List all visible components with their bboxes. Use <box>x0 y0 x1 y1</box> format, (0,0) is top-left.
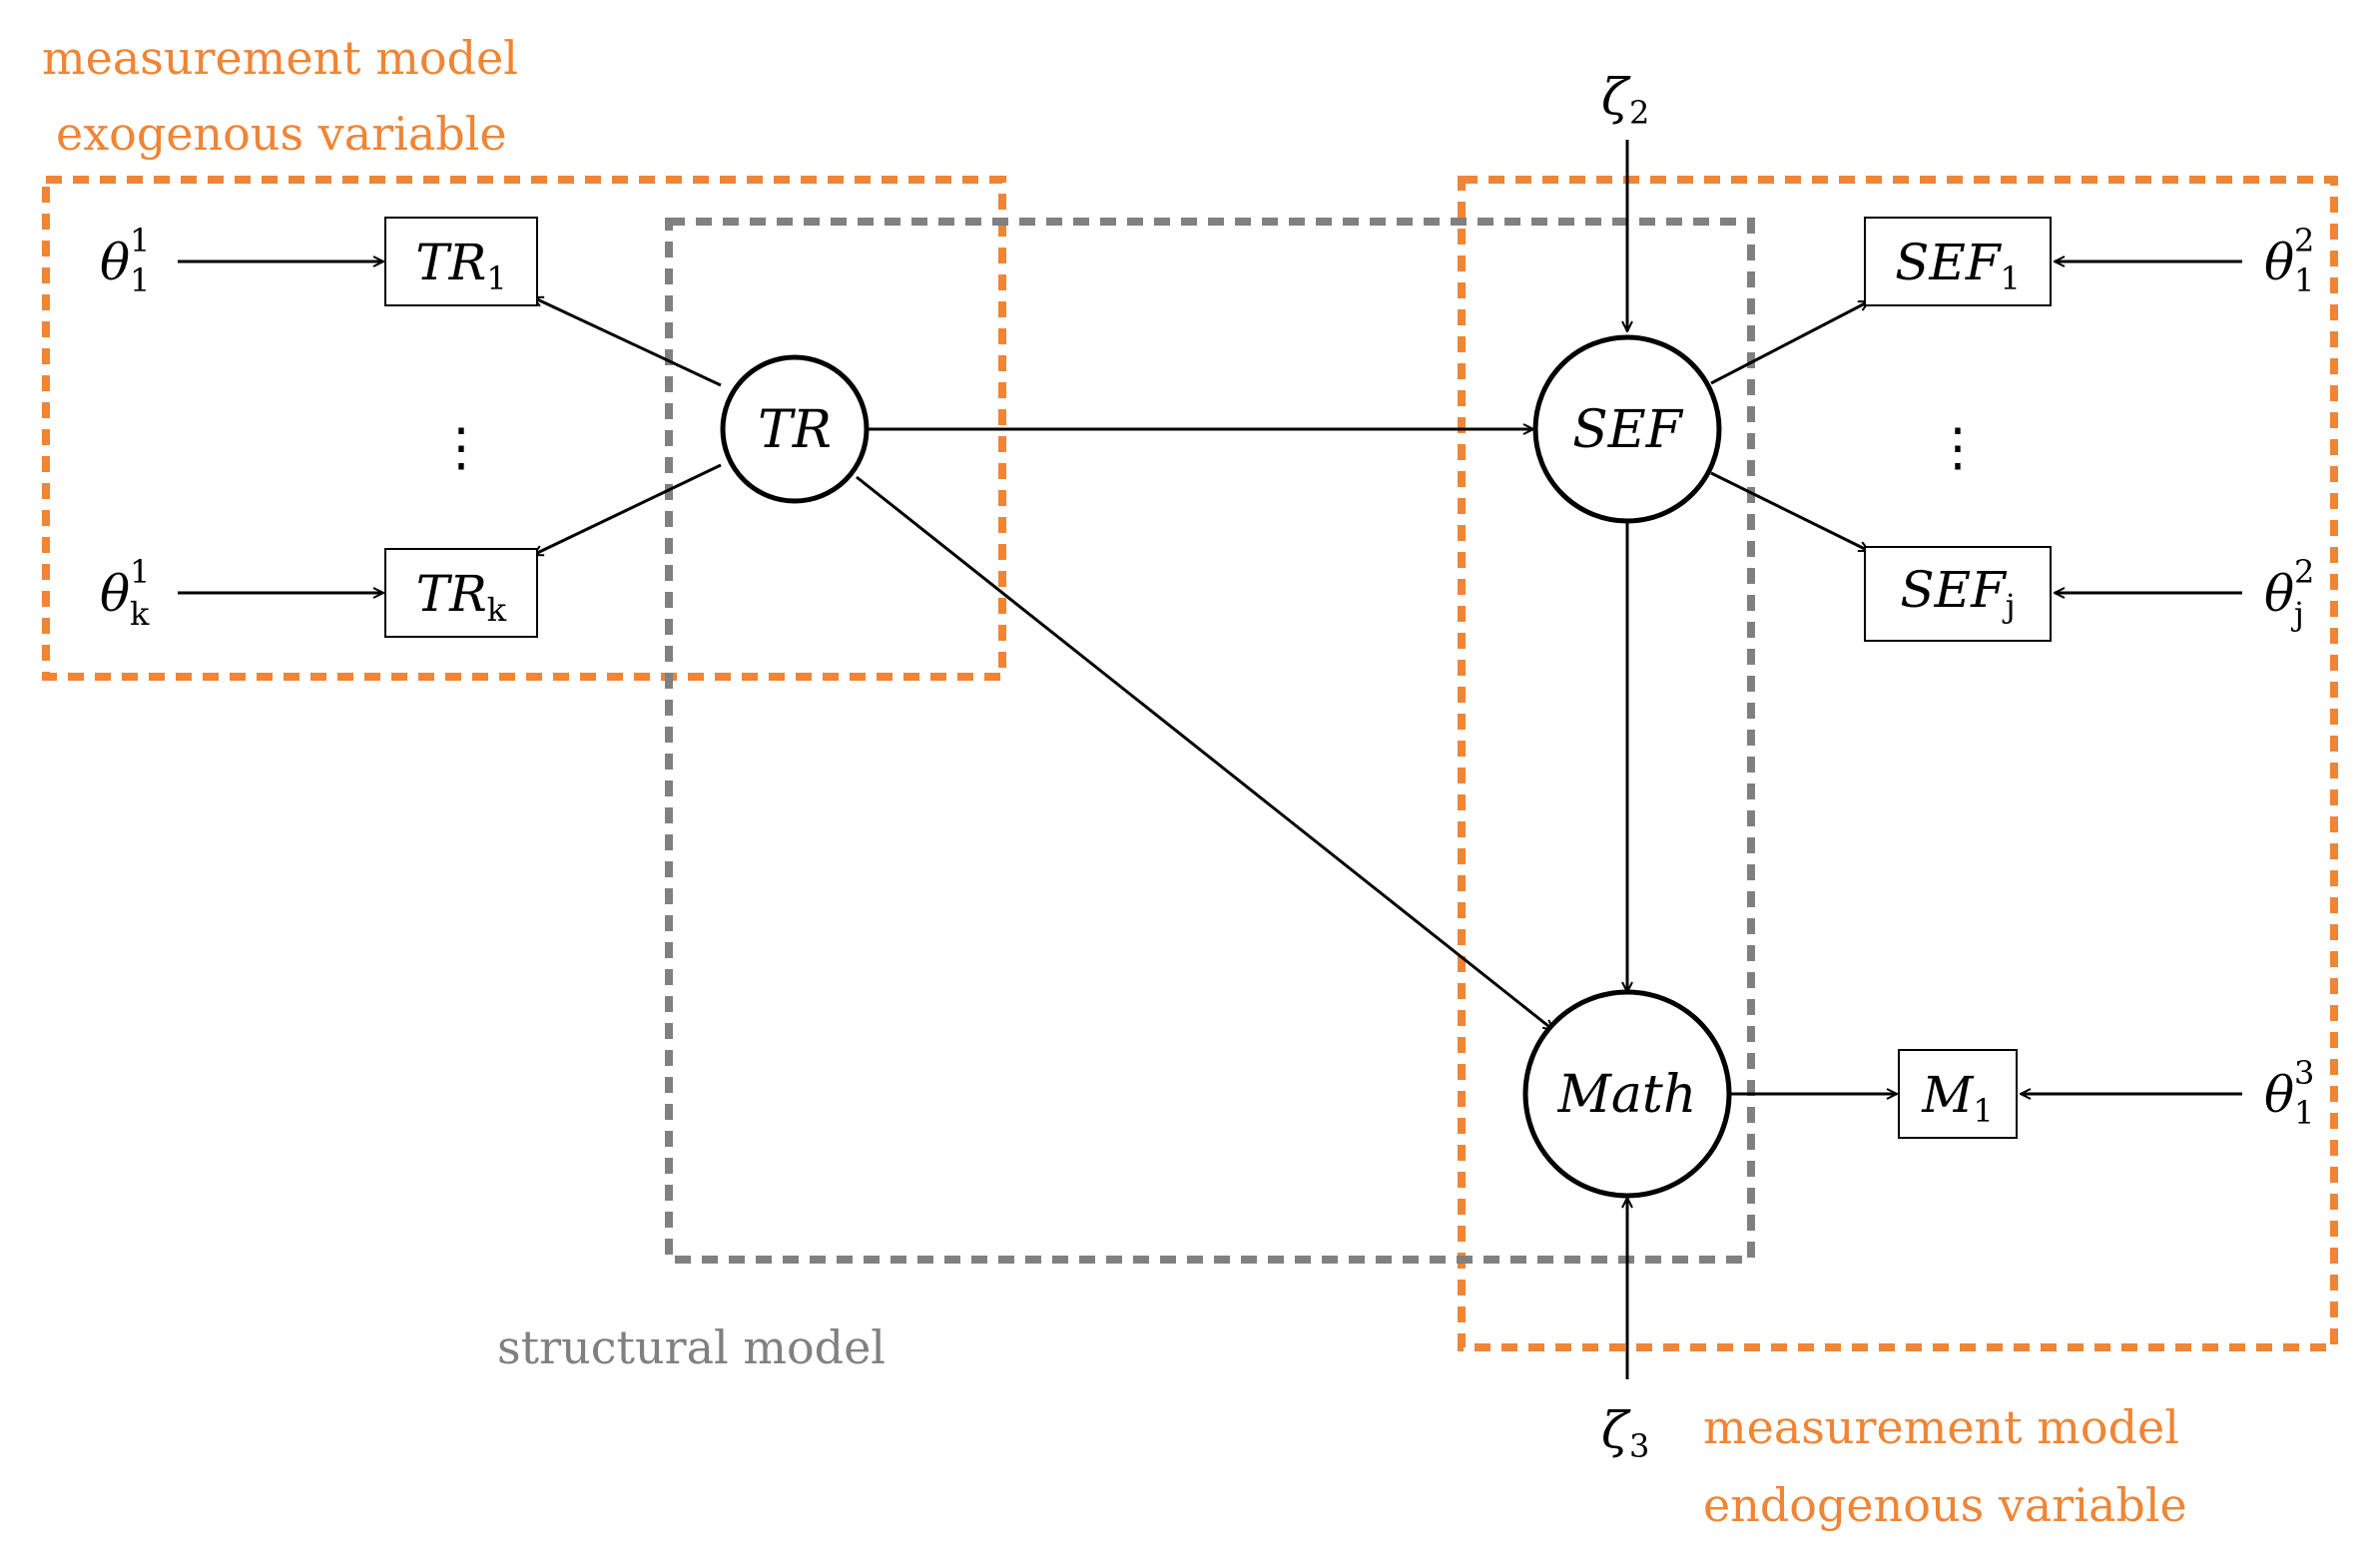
endogenous-label-line2: endogenous variable <box>1703 1478 2187 1532</box>
error-theta-k-1-sub: k <box>130 595 150 633</box>
indicator-trk: TRk <box>384 548 538 638</box>
error-theta-1-1-sup: 1 <box>130 222 150 260</box>
indicator-m1-base: M <box>1921 1066 1975 1124</box>
error-theta-1-1-sym: θ <box>100 234 130 291</box>
svg-text:TR1: TR1 <box>415 234 506 297</box>
error-zeta-2-sub: 2 <box>1629 94 1649 132</box>
indicator-sef1-base: SEF <box>1895 234 2003 291</box>
error-theta-j-2-sub: j <box>2290 595 2304 633</box>
svg-text:TRk: TRk <box>416 565 507 629</box>
indicator-tr1-base: TR <box>415 234 486 291</box>
arrow-sef-to-sefj <box>1710 471 1869 553</box>
error-theta-j-2: θ 2 j <box>2264 553 2314 633</box>
error-theta-k-1: θ 1 k <box>100 553 150 633</box>
error-theta-1-3-sub: 1 <box>2294 1094 2314 1132</box>
svg-text:SEFj: SEFj <box>1900 561 2015 625</box>
ellipsis-left: ⋮ <box>435 418 487 478</box>
ellipsis-right: ⋮ <box>1932 418 1984 478</box>
indicator-sefj-base: SEF <box>1900 561 2008 619</box>
indicator-tr1: TR1 <box>384 217 538 306</box>
svg-text:SEF1: SEF1 <box>1895 234 2021 297</box>
error-zeta-2: ζ 2 <box>1601 68 1649 132</box>
error-zeta-3: ζ 3 <box>1601 1401 1649 1465</box>
error-theta-k-1-sup: 1 <box>130 553 150 591</box>
error-theta-k-1-sym: θ <box>100 565 130 623</box>
indicator-sefj-sub: j <box>2002 587 2016 625</box>
indicator-sef1-sub: 1 <box>2001 260 2021 297</box>
structural-model-label: structural model <box>497 1320 886 1374</box>
error-theta-j-2-sup: 2 <box>2294 553 2314 591</box>
latent-tr: TR <box>720 354 870 504</box>
latent-tr-label: TR <box>758 400 832 460</box>
error-theta-1-1: θ 1 1 <box>100 222 150 299</box>
error-theta-1-2: θ 2 1 <box>2264 222 2314 299</box>
error-zeta-2-sym: ζ <box>1601 68 1631 126</box>
indicator-sefj: SEFj <box>1864 546 2052 642</box>
exogenous-label-line2: exogenous variable <box>56 107 507 161</box>
error-zeta-3-sym: ζ <box>1601 1401 1631 1459</box>
indicator-sef1: SEF1 <box>1864 217 2052 306</box>
arrow-sef-to-sef1 <box>1710 299 1869 385</box>
indicator-m1-sub: 1 <box>1973 1092 1993 1130</box>
arrow-tr-to-trk <box>533 463 722 557</box>
error-theta-1-2-sup: 2 <box>2294 222 2314 260</box>
endogenous-label-line1: measurement model <box>1703 1400 2179 1454</box>
structural-model-box <box>665 218 1755 1264</box>
error-theta-j-2-sym: θ <box>2264 565 2294 623</box>
error-theta-1-2-sub: 1 <box>2294 261 2314 299</box>
latent-sef-label: SEF <box>1572 400 1684 460</box>
indicator-tr1-sub: 1 <box>486 260 506 297</box>
error-zeta-3-sub: 3 <box>1629 1427 1649 1465</box>
exogenous-label-line1: measurement model <box>42 31 518 85</box>
endogenous-measurement-box <box>1458 176 2338 1351</box>
error-theta-1-1-sub: 1 <box>130 261 150 299</box>
svg-text:M1: M1 <box>1921 1066 1994 1130</box>
indicator-m1: M1 <box>1898 1049 2018 1139</box>
error-theta-1-3-sup: 3 <box>2294 1054 2314 1092</box>
error-theta-1-3: θ 3 1 <box>2264 1054 2314 1132</box>
latent-math-label: Math <box>1557 1065 1697 1125</box>
indicator-trk-sub: k <box>487 591 507 629</box>
arrow-tr-to-tr1 <box>533 295 722 387</box>
indicator-trk-base: TR <box>416 565 487 623</box>
arrow-tr-to-math <box>856 475 1553 1030</box>
error-theta-1-2-sym: θ <box>2264 234 2294 291</box>
latent-sef: SEF <box>1532 334 1722 524</box>
latent-math: Math <box>1522 989 1732 1199</box>
error-theta-1-3-sym: θ <box>2264 1066 2294 1124</box>
